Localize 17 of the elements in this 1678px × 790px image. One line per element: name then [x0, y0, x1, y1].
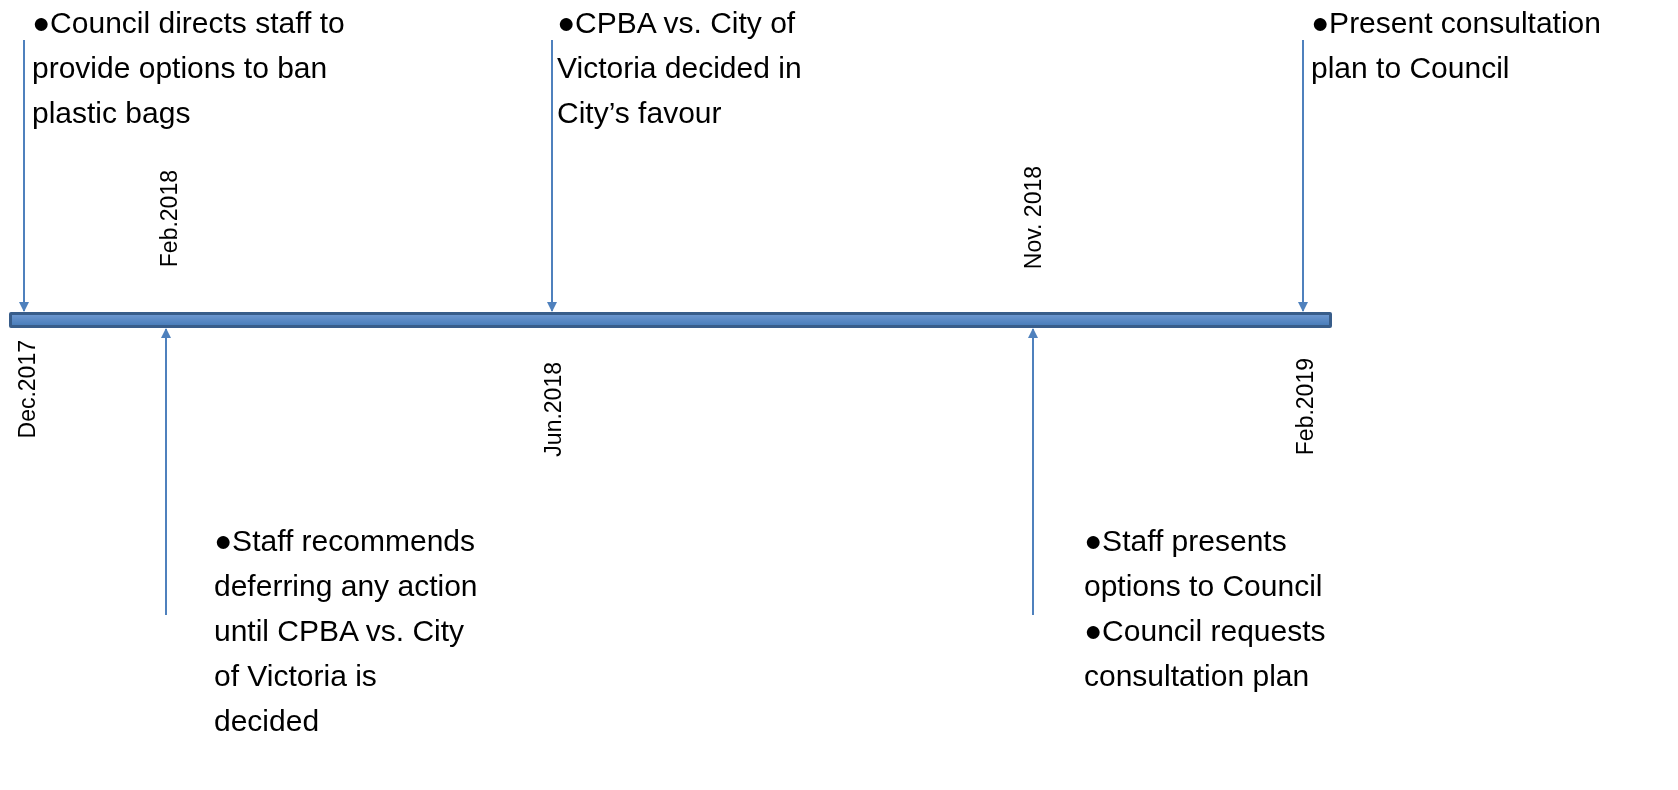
date-label: Feb.2018: [156, 170, 182, 268]
arrow: [547, 39, 557, 312]
event-text: ●Staff recommends deferring any action until CPBA vs. City of Victoria is decided: [165, 518, 484, 743]
event-text: ●CPBA vs. City of Victoria decided in City’s favour: [551, 0, 867, 135]
date-label: Jun.2018: [540, 362, 566, 457]
arrow: [161, 328, 171, 616]
date-label: Dec.2017: [14, 340, 40, 439]
event-text: ●Council requests consultation plan: [1084, 613, 1327, 694]
event-text: ●Staff presents options to Council: [1084, 523, 1324, 604]
arrow: [19, 39, 29, 312]
timeline-bar: [9, 312, 1332, 328]
event-text: ●Present consultation plan to Council: [1302, 0, 1651, 90]
date-label: Feb.2019: [1292, 358, 1318, 456]
arrow: [1028, 328, 1038, 616]
date-label: Nov. 2018: [1020, 166, 1046, 270]
arrow: [1298, 39, 1308, 312]
event-text: ●Council directs staff to provide options to ban plastic bags: [23, 0, 352, 135]
